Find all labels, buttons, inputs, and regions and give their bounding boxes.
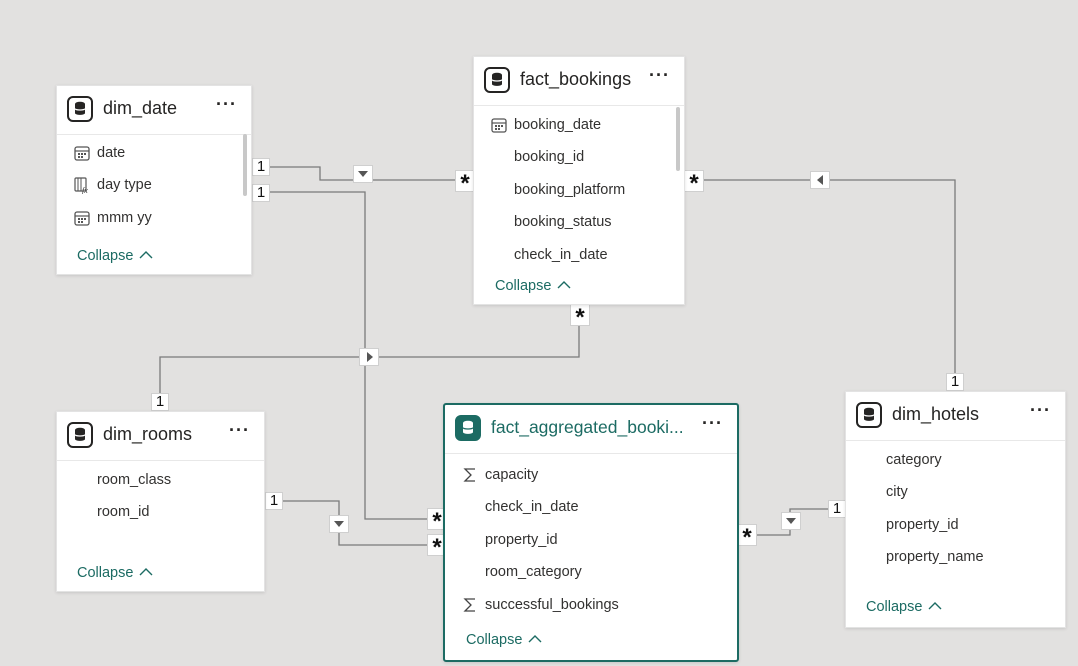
more-options-button[interactable]: ··· (702, 413, 723, 433)
rel-line-rooms-aggregated (283, 500, 436, 546)
database-icon (67, 96, 93, 122)
crossfilter-arrow-down[interactable] (329, 515, 349, 533)
chevron-up-icon (557, 281, 571, 289)
cardinality-one: 1 (252, 184, 270, 202)
cardinality-many: * (684, 170, 704, 197)
database-icon (856, 402, 882, 428)
database-icon (455, 415, 481, 441)
cardinality-one: 1 (828, 500, 846, 518)
field-label: capacity (485, 467, 539, 483)
calendar-icon (74, 146, 90, 161)
table-title: fact_aggregated_booki... (491, 417, 684, 437)
field-label: booking_id (514, 149, 585, 165)
calendar-icon (491, 118, 507, 133)
table-card-dim-hotels[interactable]: dim_hotels ··· category city property_id… (845, 391, 1066, 628)
chevron-up-icon (139, 568, 153, 576)
table-header[interactable]: dim_hotels ··· (846, 392, 1065, 441)
collapse-label: Collapse (77, 565, 134, 581)
cardinality-one: 1 (151, 393, 169, 411)
rel-line-date-aggregated (270, 191, 436, 520)
crossfilter-arrow-left[interactable] (810, 171, 830, 189)
field-label: date (97, 145, 126, 161)
field-label: check_in_date (514, 247, 608, 263)
sigma-icon (463, 468, 475, 482)
field-label: category (886, 452, 942, 468)
calculated-column-icon: fx (74, 177, 88, 194)
rel-line-bookings-hotels (694, 179, 956, 376)
chevron-up-icon (139, 251, 153, 259)
collapse-button[interactable]: Collapse (495, 278, 571, 294)
more-options-button[interactable]: ··· (229, 420, 250, 440)
chevron-up-icon (528, 635, 542, 643)
table-card-dim-date[interactable]: dim_date ··· date fx day type mmm yy Col… (56, 85, 252, 275)
field-label: successful_bookings (485, 597, 619, 613)
collapse-label: Collapse (495, 278, 552, 294)
table-header[interactable]: fact_bookings ··· (474, 57, 684, 106)
cardinality-many: * (427, 508, 447, 535)
scrollbar[interactable] (243, 134, 247, 196)
field-label: property_id (485, 532, 558, 548)
field-label: day type (97, 177, 152, 193)
crossfilter-arrow-right[interactable] (359, 348, 379, 366)
cardinality-many: * (427, 534, 447, 561)
crossfilter-arrow-down[interactable] (781, 512, 801, 530)
field-label: room_category (485, 564, 582, 580)
svg-text:fx: fx (82, 186, 88, 194)
field-label: room_class (97, 472, 172, 488)
cardinality-many: * (737, 524, 757, 551)
calendar-icon (74, 211, 90, 226)
table-header[interactable]: fact_aggregated_booki... ··· (445, 405, 737, 454)
chevron-up-icon (928, 602, 942, 610)
collapse-label: Collapse (466, 632, 523, 648)
table-title: dim_date (103, 98, 178, 118)
sigma-icon (463, 598, 475, 612)
field-label: property_name (886, 549, 984, 565)
scrollbar[interactable] (676, 107, 680, 171)
cardinality-one: 1 (946, 373, 964, 391)
more-options-button[interactable]: ··· (649, 65, 670, 85)
table-card-fact-bookings[interactable]: fact_bookings ··· booking_date booking_i… (473, 56, 685, 305)
field-label: city (886, 484, 908, 500)
cardinality-many: * (455, 170, 475, 197)
collapse-label: Collapse (77, 248, 134, 264)
field-label: check_in_date (485, 499, 579, 515)
field-label: booking_platform (514, 182, 626, 198)
collapse-button[interactable]: Collapse (77, 248, 153, 264)
field-label: property_id (886, 517, 959, 533)
more-options-button[interactable]: ··· (1030, 400, 1051, 420)
database-icon (484, 67, 510, 93)
collapse-label: Collapse (866, 599, 923, 615)
cardinality-many: * (570, 304, 590, 331)
collapse-button[interactable]: Collapse (866, 599, 942, 615)
table-title: fact_bookings (520, 69, 632, 89)
field-label: booking_date (514, 117, 602, 133)
table-card-dim-rooms[interactable]: dim_rooms ··· room_class room_id Collaps… (56, 411, 265, 592)
table-header[interactable]: dim_rooms ··· (57, 412, 264, 461)
table-card-fact-aggregated-bookings[interactable]: fact_aggregated_booki... ··· capacity ch… (443, 403, 739, 662)
cardinality-one: 1 (265, 492, 283, 510)
collapse-button[interactable]: Collapse (466, 632, 542, 648)
more-options-button[interactable]: ··· (216, 94, 237, 114)
collapse-button[interactable]: Collapse (77, 565, 153, 581)
field-label: room_id (97, 504, 150, 520)
crossfilter-arrow-down[interactable] (353, 165, 373, 183)
field-label: mmm yy (97, 210, 152, 226)
database-icon (67, 422, 93, 448)
table-title: dim_hotels (892, 404, 980, 424)
cardinality-one: 1 (252, 158, 270, 176)
table-header[interactable]: dim_date ··· (57, 86, 251, 135)
field-label: booking_status (514, 214, 612, 230)
table-title: dim_rooms (103, 424, 193, 444)
